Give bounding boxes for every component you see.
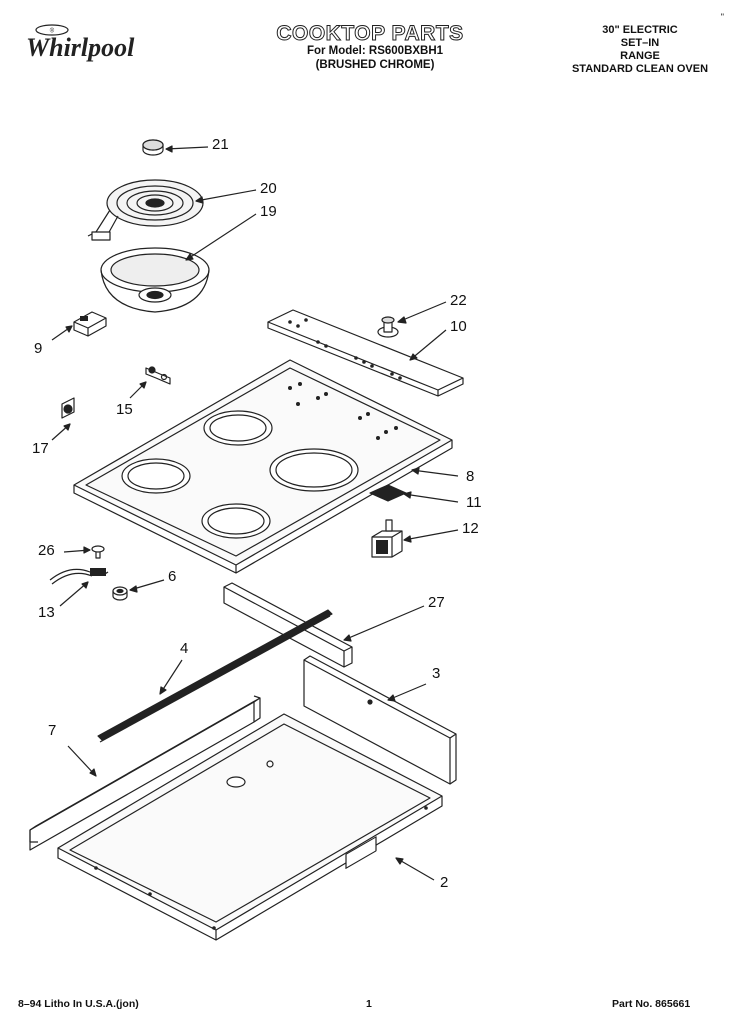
range-line: 30" ELECTRIC	[602, 24, 678, 36]
part-11-bracket	[369, 484, 407, 502]
callout-15: 15	[116, 401, 133, 418]
callout-20: 20	[260, 180, 277, 197]
part-9-terminal-block	[73, 311, 107, 337]
callout-19: 19	[260, 203, 277, 220]
part-20-surface-element	[87, 179, 204, 241]
callout-10: 10	[450, 318, 467, 335]
footer-part-number: Part No. 865661	[612, 998, 691, 1010]
part-8-cooktop	[73, 359, 453, 574]
range-line: STANDARD CLEAN OVEN	[571, 63, 709, 75]
range-line: SET–IN	[620, 37, 660, 49]
callout-6: 6	[168, 568, 177, 585]
callout-26: 26	[38, 542, 55, 559]
callout-3: 3	[432, 665, 441, 682]
part-21-drip-cap	[142, 139, 164, 156]
callout-2: 2	[440, 874, 449, 891]
part-19-drip-bowl	[100, 247, 210, 313]
whirlpool-logo: ® Whirlpool	[22, 22, 162, 72]
part-3-side-panel	[303, 655, 457, 785]
callout-7: 7	[48, 722, 57, 739]
part-27-rear-channel	[223, 582, 353, 668]
part-17-bracket	[61, 397, 75, 419]
brand-wordmark: Whirlpool	[26, 33, 135, 62]
callout-13: 13	[38, 604, 55, 621]
part-15-clip	[145, 366, 171, 385]
callout-27: 27	[428, 594, 445, 611]
callout-17: 17	[32, 440, 49, 457]
range-line: RANGE	[620, 50, 660, 62]
callout-21: 21	[212, 136, 229, 153]
range-description: 30" ELECTRIC SET–IN RANGE STANDARD CLEAN…	[560, 24, 720, 76]
svg-text:®: ®	[50, 28, 55, 35]
callout-11: 11	[466, 494, 482, 511]
part-26-screw	[91, 545, 105, 559]
footer-litho: 8–94 Litho In U.S.A.(jon)	[18, 998, 139, 1010]
callout-leaders	[51, 145, 459, 881]
part-12-infinite-switch	[371, 519, 403, 558]
page-title: COOKTOP PARTS	[276, 22, 464, 46]
callout-12: 12	[462, 520, 479, 537]
part-4-front-trim	[97, 609, 333, 743]
footer-page-number: 1	[366, 998, 372, 1010]
part-13-wire-harness	[49, 568, 109, 585]
callout-4: 4	[180, 640, 189, 657]
part-7-front-panel	[29, 695, 261, 851]
callout-8: 8	[466, 468, 475, 485]
corner-mark: "	[720, 12, 724, 22]
part-2-burner-box	[57, 713, 443, 941]
model-subtitle: For Model: RS600BXBH1 (BRUSHED CHROME)	[230, 44, 520, 72]
part-22-control-knob	[377, 316, 399, 338]
part-6-grommet	[112, 586, 128, 601]
part-10-control-panel	[267, 309, 464, 397]
callout-22: 22	[450, 292, 467, 309]
callout-9: 9	[34, 340, 43, 357]
finish-line: (BRUSHED CHROME)	[315, 59, 435, 71]
model-line: For Model: RS600BXBH1	[306, 45, 444, 57]
